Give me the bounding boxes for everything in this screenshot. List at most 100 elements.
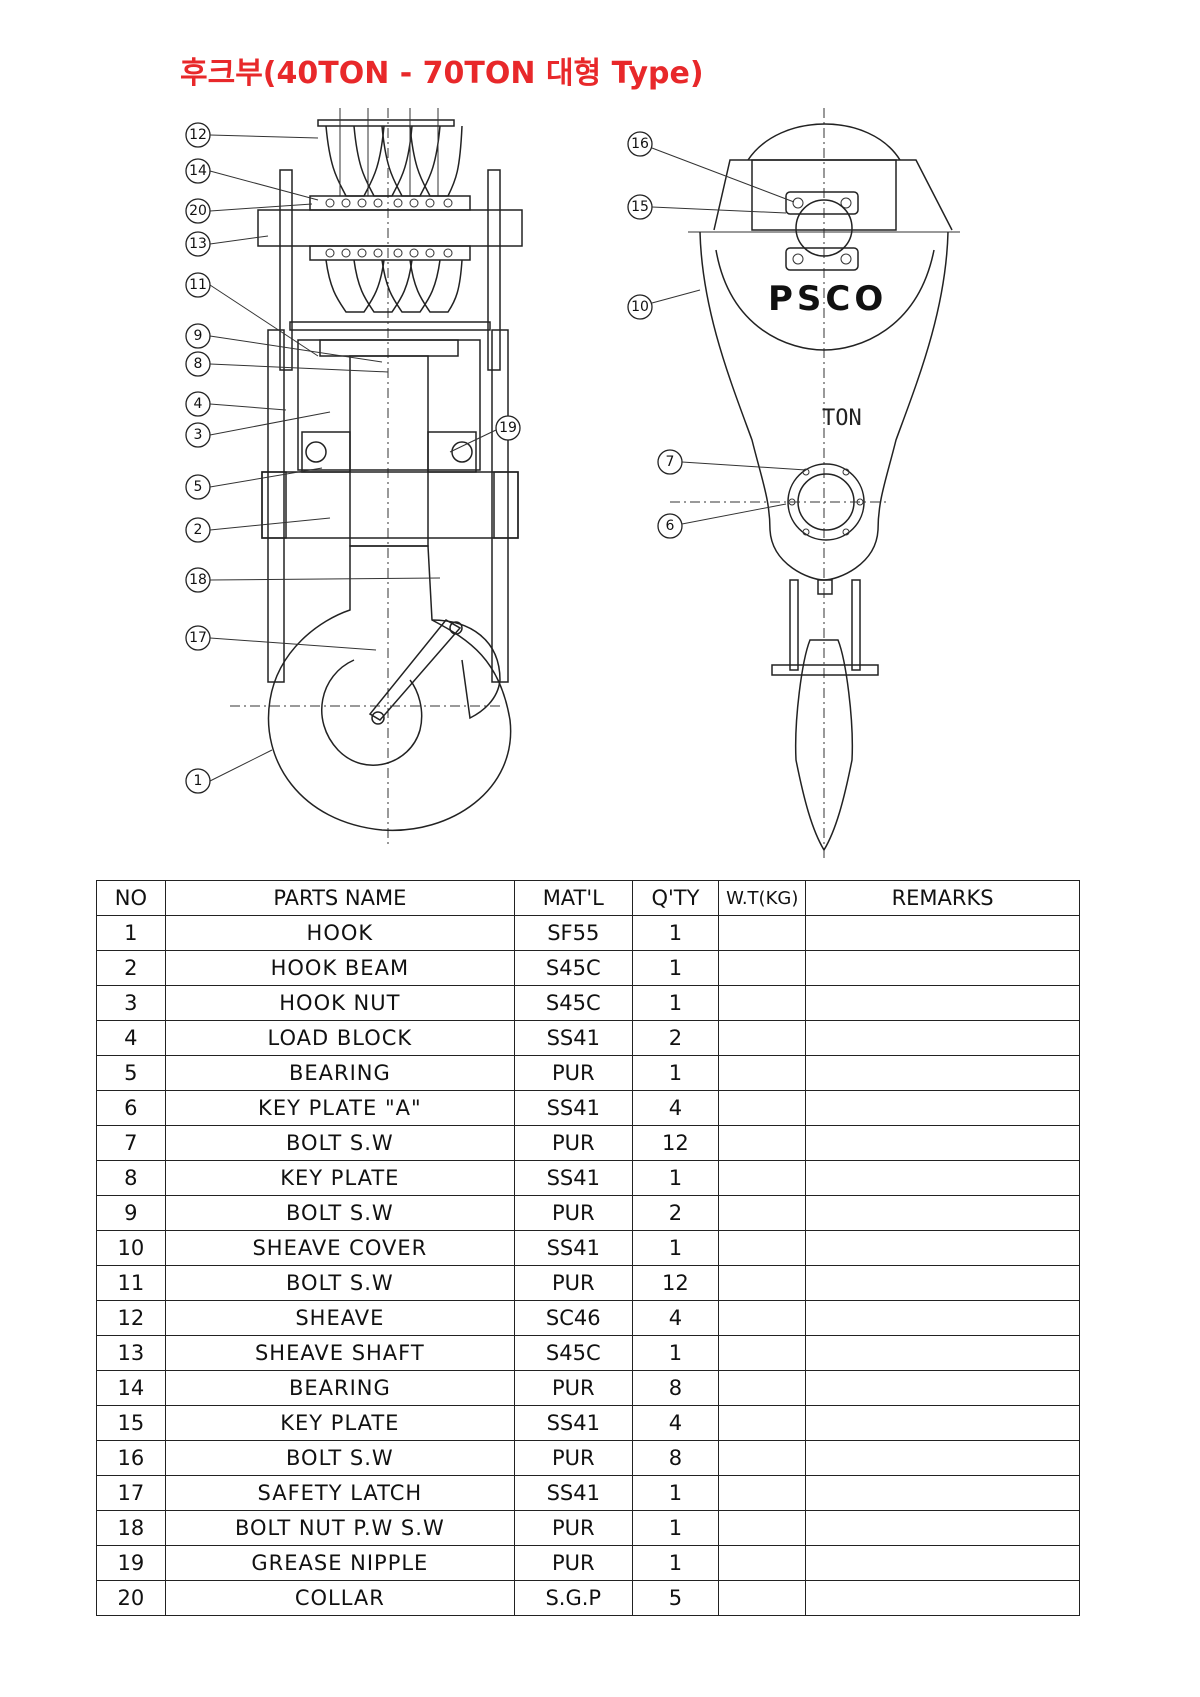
key-plate-lower: [785, 247, 859, 271]
cell-material: S45C: [513, 1335, 633, 1371]
header-parts-name: PARTS NAME: [164, 880, 515, 916]
svg-text:20: 20: [189, 203, 207, 219]
cell-remarks: [805, 1440, 1080, 1476]
cell-weight: [718, 1545, 807, 1581]
cell-no: 5: [96, 1055, 166, 1091]
cell-remarks: [805, 1230, 1080, 1266]
cell-no: 10: [96, 1230, 166, 1266]
cell-remarks: [805, 1055, 1080, 1091]
cell-material: SS41: [513, 1475, 633, 1511]
cell-no: 6: [96, 1090, 166, 1126]
cell-remarks: [805, 1300, 1080, 1336]
cell-weight: [718, 1405, 807, 1441]
callout-7: 7: [657, 449, 807, 475]
cell-remarks: [805, 1020, 1080, 1056]
cell-weight: [718, 1265, 807, 1301]
cell-remarks: [805, 1265, 1080, 1301]
side-view: PSCO TON: [670, 108, 960, 860]
cell-quantity: 5: [631, 1580, 720, 1616]
cell-weight: [718, 1195, 807, 1231]
cell-no: 17: [96, 1475, 166, 1511]
svg-text:1: 1: [194, 773, 203, 789]
callout-6: 6: [657, 503, 787, 539]
cell-no: 12: [96, 1300, 166, 1336]
cell-quantity: 1: [631, 1545, 720, 1581]
callout-20: 20: [185, 198, 313, 224]
cell-weight: [718, 1370, 807, 1406]
cell-no: 8: [96, 1160, 166, 1196]
cell-parts-name: BOLT S.W: [164, 1125, 515, 1161]
header-quantity: Q'TY: [631, 880, 720, 916]
cell-material: S.G.P: [513, 1580, 633, 1616]
cell-remarks: [805, 1580, 1080, 1616]
cell-parts-name: KEY PLATE "A": [164, 1090, 515, 1126]
svg-text:17: 17: [189, 630, 207, 646]
cell-no: 13: [96, 1335, 166, 1371]
cell-parts-name: BOLT NUT P.W S.W: [164, 1510, 515, 1546]
cell-quantity: 4: [631, 1300, 720, 1336]
cell-no: 18: [96, 1510, 166, 1546]
callout-9: 9: [185, 323, 383, 363]
cell-no: 7: [96, 1125, 166, 1161]
svg-text:4: 4: [194, 396, 203, 412]
cell-parts-name: KEY PLATE: [164, 1405, 515, 1441]
cell-material: SF55: [513, 915, 633, 951]
cell-no: 2: [96, 950, 166, 986]
svg-text:15: 15: [631, 199, 649, 215]
cell-material: SS41: [513, 1160, 633, 1196]
cell-quantity: 1: [631, 985, 720, 1021]
cell-remarks: [805, 1335, 1080, 1371]
cell-material: PUR: [513, 1545, 633, 1581]
cell-parts-name: LOAD BLOCK: [164, 1020, 515, 1056]
cell-parts-name: COLLAR: [164, 1580, 515, 1616]
callout-17: 17: [185, 625, 377, 651]
cell-remarks: [805, 1195, 1080, 1231]
cell-material: SS41: [513, 1090, 633, 1126]
cell-parts-name: SHEAVE SHAFT: [164, 1335, 515, 1371]
sheave-group-upper: [317, 108, 463, 197]
cell-remarks: [805, 915, 1080, 951]
cell-material: SS41: [513, 1230, 633, 1266]
callout-1: 1: [185, 749, 273, 794]
cell-remarks: [805, 985, 1080, 1021]
cell-weight: [718, 1230, 807, 1266]
parts-table: NO PARTS NAME MAT'L Q'TY W.T(KG) REMARKS…: [96, 880, 1080, 1616]
cell-quantity: 1: [631, 950, 720, 986]
svg-text:12: 12: [189, 127, 207, 143]
svg-text:11: 11: [189, 277, 207, 293]
cell-no: 1: [96, 915, 166, 951]
cell-quantity: 1: [631, 1230, 720, 1266]
cell-parts-name: HOOK BEAM: [164, 950, 515, 986]
svg-text:16: 16: [631, 136, 649, 152]
header-no: NO: [96, 880, 166, 916]
cell-remarks: [805, 1125, 1080, 1161]
cell-material: S45C: [513, 950, 633, 986]
svg-text:6: 6: [666, 518, 675, 534]
cell-no: 15: [96, 1405, 166, 1441]
cell-no: 20: [96, 1580, 166, 1616]
cell-quantity: 1: [631, 915, 720, 951]
cell-material: SC46: [513, 1300, 633, 1336]
cell-material: PUR: [513, 1370, 633, 1406]
cell-remarks: [805, 1370, 1080, 1406]
cell-material: PUR: [513, 1440, 633, 1476]
ton-stamp: TON: [822, 406, 862, 431]
cell-parts-name: SHEAVE COVER: [164, 1230, 515, 1266]
callout-4: 4: [185, 391, 287, 417]
cell-weight: [718, 1055, 807, 1091]
front-view: [230, 108, 523, 845]
cell-quantity: 2: [631, 1020, 720, 1056]
cell-quantity: 12: [631, 1125, 720, 1161]
cell-quantity: 1: [631, 1510, 720, 1546]
cell-weight: [718, 1090, 807, 1126]
